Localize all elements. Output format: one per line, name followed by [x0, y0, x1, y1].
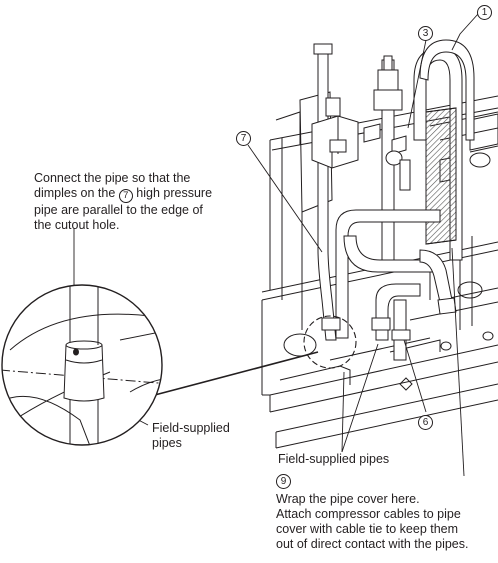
connect-note-line-2-before: dimples on the	[34, 186, 116, 200]
wrap-note-line-4: out of direct contact with the pipes.	[276, 537, 469, 551]
wrap-note-line-3: cover with cable tie to keep them	[276, 522, 459, 536]
field-pipes-detail-line-1: Field-supplied	[152, 421, 230, 435]
marker-1: 1	[477, 5, 492, 20]
marker-6: 6	[418, 415, 433, 430]
connect-note-line-1: Connect the pipe so that the	[34, 171, 191, 185]
connect-pipe-note: Connect the pipe so that the dimples on …	[34, 171, 212, 233]
inline-marker-7: 7	[118, 189, 133, 203]
field-pipes-detail-label: Field-supplied pipes	[152, 421, 230, 451]
field-pipes-detail-line-2: pipes	[152, 436, 182, 450]
pipes	[311, 39, 475, 361]
wrap-note-line-1: Wrap the pipe cover here.	[276, 492, 420, 506]
field-pipes-main-label: Field-supplied pipes	[278, 452, 390, 466]
detail-highlight-circle	[303, 315, 357, 369]
marker-9: 9	[276, 474, 291, 489]
wrap-pipe-cover-note: Wrap the pipe cover here. Attach compres…	[276, 492, 468, 552]
detail-magnified-view	[1, 284, 163, 446]
connect-note-line-2-after: high pressure	[136, 186, 213, 200]
marker-7: 7	[236, 131, 251, 146]
wrap-note-line-2: Attach compressor cables to pipe	[276, 507, 461, 521]
marker-3: 3	[418, 26, 433, 41]
connect-note-line-2: dimples on the 7 high pressure	[34, 186, 212, 203]
connect-note-line-3: pipe are parallel to the edge of	[34, 203, 203, 217]
connect-note-line-4: the cutout hole.	[34, 218, 120, 232]
